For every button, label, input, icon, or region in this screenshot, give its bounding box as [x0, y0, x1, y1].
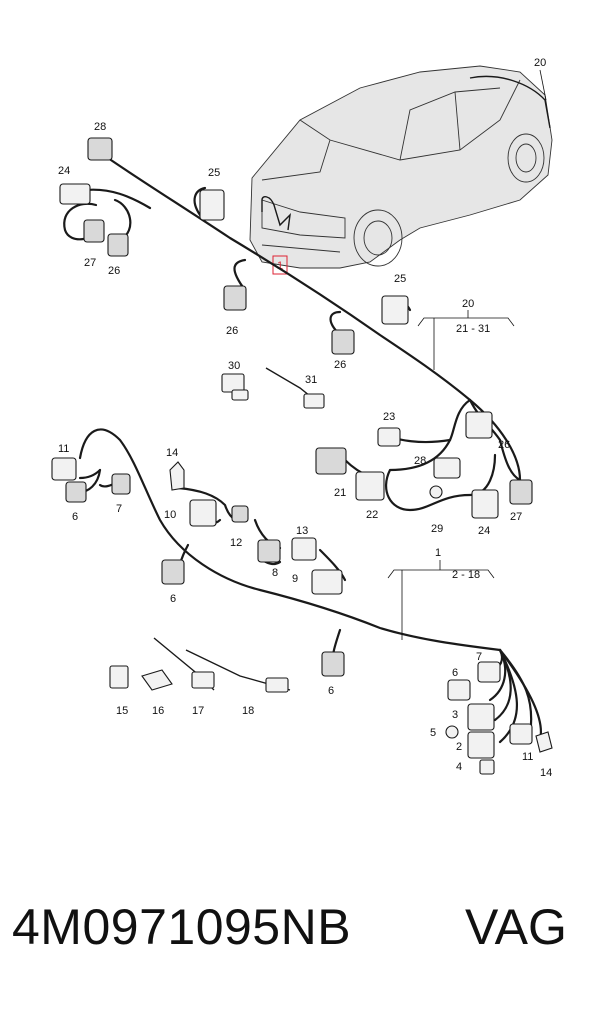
upper-connectors [59, 137, 533, 519]
car-illustration [249, 65, 553, 275]
callout-28-b: 28 [414, 455, 426, 467]
callout-11-b: 11 [522, 751, 533, 763]
callout-22: 22 [366, 509, 378, 521]
callout-1: 1 [435, 547, 441, 559]
callout-20-car: 20 [534, 57, 546, 69]
callout-28: 28 [94, 121, 106, 133]
lower-group-bracket [387, 560, 495, 640]
callout-26-b: 26 [226, 325, 238, 337]
callout-27-b: 27 [510, 511, 522, 523]
callout-9: 9 [292, 573, 298, 585]
callout-21: 21 [334, 487, 346, 499]
callout-14-b: 14 [540, 767, 552, 779]
callout-27: 27 [84, 257, 96, 269]
callout-26: 26 [108, 265, 120, 277]
callout-4: 4 [456, 761, 462, 773]
callout-23: 23 [383, 411, 395, 423]
part-number: 4M0971095NB [12, 899, 352, 955]
callout-18: 18 [242, 705, 254, 717]
callout-16: 16 [152, 705, 164, 717]
callout-6: 6 [72, 511, 78, 523]
callout-26-c: 26 [334, 359, 346, 371]
callout-20: 20 [462, 298, 474, 310]
callout-31: 31 [305, 374, 317, 386]
callout-6-b: 6 [170, 593, 176, 605]
callout-25-b: 25 [394, 273, 406, 285]
callout-30: 30 [228, 360, 240, 372]
upper-group-bracket [417, 310, 515, 370]
callout-2-18: 2 - 18 [452, 569, 480, 581]
callout-11: 11 [58, 443, 69, 455]
lower-connectors [51, 457, 553, 775]
callout-24-b: 24 [478, 525, 490, 537]
callout-6-c: 6 [328, 685, 334, 697]
callout-12: 12 [230, 537, 242, 549]
callout-8: 8 [272, 567, 278, 579]
callout-7: 7 [116, 503, 122, 515]
callout-26-d: 26 [498, 439, 510, 451]
callout-14: 14 [166, 447, 178, 459]
callout-10: 10 [164, 509, 176, 521]
callout-5: 5 [430, 727, 436, 739]
brand-name: VAG [465, 899, 567, 955]
car-callout-1: 1 [277, 260, 283, 272]
lower-harness [78, 428, 542, 744]
callout-13: 13 [296, 525, 308, 537]
callout-21-31: 21 - 31 [456, 323, 490, 335]
callout-29: 29 [431, 523, 443, 535]
callout-7-b: 7 [476, 651, 482, 663]
wiring-harness-diagram: 1 20 [51, 57, 553, 779]
callout-3: 3 [452, 709, 458, 721]
callout-25: 25 [208, 167, 220, 179]
callout-17: 17 [192, 705, 204, 717]
callout-6-d: 6 [452, 667, 458, 679]
callout-2: 2 [456, 741, 462, 753]
callout-15: 15 [116, 705, 128, 717]
callout-24: 24 [58, 165, 70, 177]
